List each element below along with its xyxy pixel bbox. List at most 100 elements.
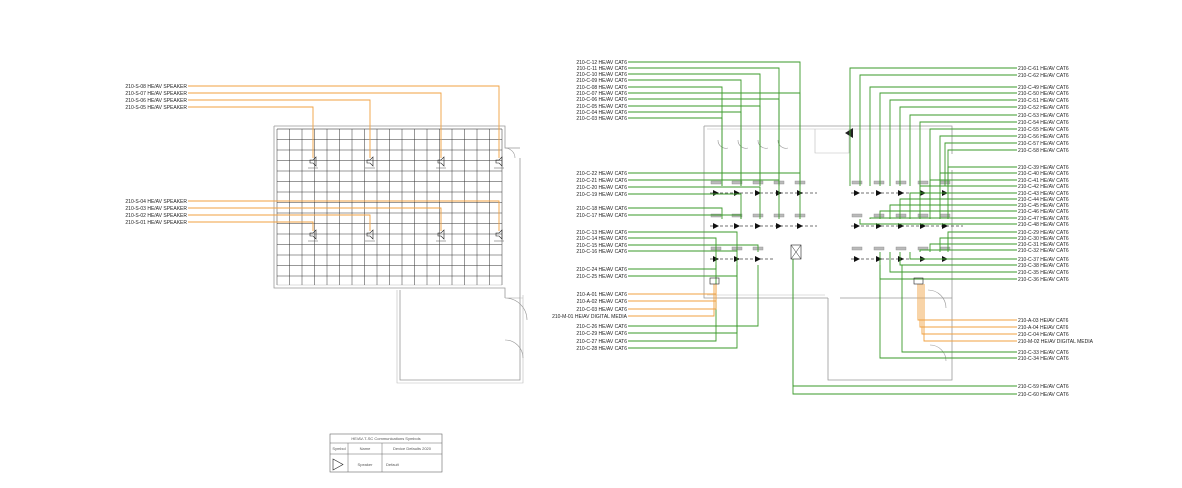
cat6-wire <box>628 265 738 334</box>
data-outlet-icon <box>713 223 719 229</box>
speaker-wire <box>188 207 442 231</box>
left-label: 210-S-02 HE/AV SPEAKER <box>125 213 187 219</box>
cat6-wire <box>628 265 738 349</box>
left-label: 210-S-06 HE/AV SPEAKER <box>125 98 187 104</box>
cat6-wire <box>947 149 1017 186</box>
equipment-rack <box>790 244 802 260</box>
cat6-wire <box>628 214 742 219</box>
cat6-wire <box>909 192 1017 219</box>
cat6-wire <box>628 252 717 270</box>
cat6-label-left: 210-C-16 HE/AV CAT6 <box>576 249 627 255</box>
cat6-label-right: 210-C-30 HE/AV CAT6 <box>1018 236 1069 242</box>
cat6-label-right: 210-C-51 HE/AV CAT6 <box>1018 98 1069 104</box>
cat6-wire <box>628 67 780 186</box>
cat6-label-right: 210-C-29 HE/AV CAT6 <box>1018 230 1069 236</box>
desk <box>873 180 885 185</box>
desk <box>731 213 743 218</box>
data-outlet-icon <box>854 256 860 262</box>
door-swing-top <box>504 147 516 159</box>
cat6-wire <box>628 193 742 219</box>
cat6-wire <box>919 249 1017 252</box>
speaker-icon <box>366 156 374 167</box>
cat6-wire <box>879 265 1017 359</box>
cat6-label-left: 210-A-01 HE/AV CAT6 <box>577 292 628 298</box>
media-wire <box>919 284 1017 328</box>
legend-header-name: Name <box>360 446 371 451</box>
cat6-label-right: 210-C-40 HE/AV CAT6 <box>1018 171 1069 177</box>
left-label: 210-S-07 HE/AV SPEAKER <box>125 91 187 97</box>
cat6-wire <box>849 67 1017 186</box>
cat6-label-right: 210-C-53 HE/AV CAT6 <box>1018 113 1069 119</box>
cat6-wire <box>628 73 761 186</box>
legend-speaker-icon <box>332 458 344 471</box>
ceiling-grid <box>276 128 503 285</box>
cat6-wire <box>792 259 1017 387</box>
desk <box>895 213 907 218</box>
cat6-label-left: 210-A-02 HE/AV CAT6 <box>577 299 628 305</box>
cat6-label-right: 210-C-37 HE/AV CAT6 <box>1018 257 1069 263</box>
speaker-icon <box>495 229 503 240</box>
data-outlet-icon <box>898 223 904 229</box>
desk <box>710 213 722 218</box>
cat6-label-right: 210-C-50 HE/AV CAT6 <box>1018 91 1069 97</box>
cat6-wire <box>929 243 1017 252</box>
cat6-wire <box>919 121 1017 186</box>
cat6-wire <box>899 252 1017 266</box>
wall-speaker-icon <box>845 128 853 138</box>
cat6-wire <box>628 207 723 219</box>
cat6-wire <box>628 244 759 252</box>
cat6-wire <box>947 231 1017 252</box>
media-wire <box>628 284 717 302</box>
equipment-rack-cross <box>790 244 802 260</box>
cat6-label-right: 210-C-31 HE/AV CAT6 <box>1018 242 1069 248</box>
cat6-wire <box>909 114 1017 186</box>
cat6-label-left: 210-C-03 HE/AV CAT6 <box>576 116 627 122</box>
cat6-wire <box>929 179 1017 219</box>
cat6-label-left: 210-C-28 HE/AV CAT6 <box>576 346 627 352</box>
cat6-label-right: 210-M-02 HE/AV DIGITAL MEDIA <box>1018 339 1094 345</box>
cat6-label-left: 210-C-17 HE/AV CAT6 <box>576 213 627 219</box>
speaker-wire <box>188 200 500 231</box>
cat6-wire <box>889 252 1017 273</box>
desk <box>895 246 907 251</box>
legend-title: HE/AV-T-SC Communications Symbols <box>351 436 420 441</box>
cat6-wire <box>889 99 1017 186</box>
cat6-wire <box>879 252 1017 280</box>
speaker-icon <box>309 156 317 167</box>
desk <box>851 246 863 251</box>
legend-header-defaults: Device Defaults 2020 <box>393 446 432 451</box>
data-outlet-icon <box>942 223 948 229</box>
right-plan-walls <box>703 125 953 381</box>
cat6-label-right: 210-C-36 HE/AV CAT6 <box>1018 277 1069 283</box>
data-outlet-icon <box>920 223 926 229</box>
cat6-label-right: 210-C-52 HE/AV CAT6 <box>1018 105 1069 111</box>
cat6-label-right: 210-C-33 HE/AV CAT6 <box>1018 350 1069 356</box>
cat6-label-right: 210-C-45 HE/AV CAT6 <box>1018 203 1069 209</box>
desk <box>873 246 885 251</box>
desk <box>752 213 764 218</box>
cat6-wire <box>899 198 1017 219</box>
speaker-wire <box>188 99 371 158</box>
cat6-label-right: 210-C-44 HE/AV CAT6 <box>1018 197 1069 203</box>
cat6-wire <box>628 117 723 186</box>
cat6-wire <box>929 128 1017 186</box>
data-outlet-icon <box>776 223 782 229</box>
cat6-label-left: 210-C-26 HE/AV CAT6 <box>576 324 627 330</box>
cat6-label-left: 210-C-04 HE/AV CAT6 <box>576 110 627 116</box>
desk <box>939 213 951 218</box>
cat6-label-right: 210-C-59 HE/AV CAT6 <box>1018 384 1069 390</box>
cat6-label-left: 210-C-10 HE/AV CAT6 <box>576 72 627 78</box>
cat6-wire <box>628 237 717 252</box>
data-outlet-icon <box>876 256 882 262</box>
cat6-label-left: 210-C-20 HE/AV CAT6 <box>576 185 627 191</box>
cat6-wire <box>628 179 780 219</box>
legend-table: HE/AV-T-SC Communications Symbols Symbol… <box>329 433 443 473</box>
speaker-wire <box>188 85 500 158</box>
desk <box>710 180 722 185</box>
cat6-wire <box>939 172 1017 219</box>
cat6-label-right: 210-C-42 HE/AV CAT6 <box>1018 184 1069 190</box>
cat6-label-left: 210-C-27 HE/AV CAT6 <box>576 339 627 345</box>
left-plan-walls <box>273 125 521 381</box>
